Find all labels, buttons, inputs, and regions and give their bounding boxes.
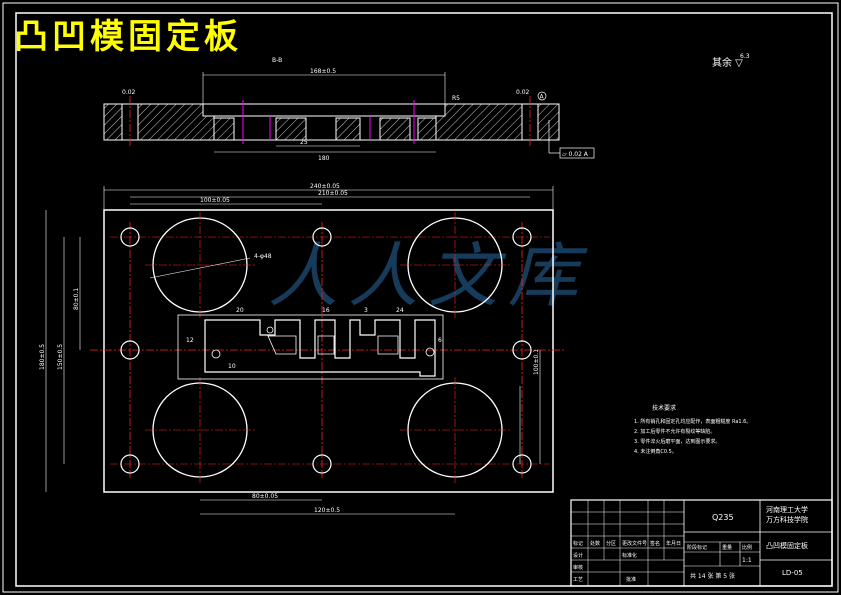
title-block: 标记 处数 分区 更改文件号 签名 年月日 设计 标准化 审核 工艺 批准 Q2… xyxy=(570,499,833,587)
row-label: 签名 xyxy=(650,540,660,547)
section-label: B-B xyxy=(272,57,282,64)
overall-width-dim: 240±0.05 xyxy=(310,183,340,190)
role-label: 设计 xyxy=(573,552,583,559)
pin-hole xyxy=(312,227,332,247)
inner-frame xyxy=(15,12,833,587)
plan-view: 240±0.05 210±0.05 100±0.05 180±0.5 150±0… xyxy=(39,183,565,515)
pin-hole xyxy=(120,227,140,247)
roughness-note: 其余 ▽ xyxy=(712,56,743,69)
punch-pocket-outer xyxy=(177,314,444,380)
roughness-value: 6.3 xyxy=(740,53,750,60)
slot-dim: 24 xyxy=(396,307,404,314)
flatness-box: ▱ 0.02 A xyxy=(562,151,589,158)
pin-hole xyxy=(312,454,332,474)
section-tol-a: 0.02 xyxy=(122,89,136,96)
drawing-title: 凸凹模固定板 xyxy=(14,17,242,57)
right-height-dim: 100±0.1 xyxy=(533,349,540,375)
scale-label: 比例 xyxy=(742,544,752,551)
slot-dim: 12 xyxy=(186,337,194,344)
plate-outline xyxy=(103,209,554,493)
part-name: 凸凹模固定板 xyxy=(766,541,808,550)
notes-heading: 技术要求 xyxy=(652,404,676,412)
section-view: B-B 168±0.5 25 180 0.02 0.02 R5 A xyxy=(103,57,595,162)
row-label: 标记 xyxy=(573,540,583,547)
role-label: 批准 xyxy=(626,576,636,583)
technical-notes: 技术要求 1. 所有销孔和固定孔均应配作，表面粗糙度 Ra1.6。 2. 加工后… xyxy=(634,404,751,455)
section-slot-dim: 25 xyxy=(300,139,308,146)
inner-height-dim: 150±0.5 xyxy=(57,344,64,370)
overall-height-dim: 180±0.5 xyxy=(39,344,46,370)
slot-dim: 6 xyxy=(438,337,442,344)
school-line1: 河南理工大学 xyxy=(766,505,808,514)
weight-label: 重量 xyxy=(722,544,732,551)
left-offset-dim: 100±0.05 xyxy=(200,197,230,204)
pin-hole xyxy=(512,454,532,474)
row-label: 分区 xyxy=(606,540,616,547)
bottom-width-dim: 120±0.5 xyxy=(314,507,340,514)
row-label: 处数 xyxy=(590,540,600,547)
section-radius: R5 xyxy=(452,95,460,102)
std-label: 标准化 xyxy=(622,552,637,559)
school-line2: 万方科技学院 xyxy=(766,515,808,524)
punch-pocket-profile xyxy=(204,319,436,377)
row-label: 更改文件号 xyxy=(622,540,647,547)
section-bottom-dim: 180 xyxy=(318,155,330,162)
note-item: 4. 未注倒角C0.5。 xyxy=(634,448,677,455)
inner-width-dim: 210±0.05 xyxy=(318,190,348,197)
scale-value: 1:1 xyxy=(742,557,752,564)
role-label: 审核 xyxy=(573,564,583,571)
note-item: 2. 加工后零件不允许有裂纹等缺陷。 xyxy=(634,428,715,435)
watermark: 人人文库 xyxy=(268,235,588,317)
note-item: 3. 零件淬火后磨平面，达到图示要求。 xyxy=(634,438,720,445)
note-item: 1. 所有销孔和固定孔均应配作，表面粗糙度 Ra1.6。 xyxy=(634,418,751,425)
slot-dim: 20 xyxy=(236,307,244,314)
circle-dia-dim: 4-φ48 xyxy=(254,253,272,260)
section-tol-b: 0.02 xyxy=(516,89,530,96)
stage-label: 阶段标记 xyxy=(687,544,707,551)
drawing-number: LD-05 xyxy=(782,569,803,577)
pin-hole xyxy=(512,340,532,360)
row-label: 年月日 xyxy=(666,540,681,547)
slot-dim: 16 xyxy=(322,307,330,314)
datum-label: A xyxy=(540,94,545,101)
hole-span-dim: 80±0.1 xyxy=(73,288,80,310)
section-top-dim: 168±0.5 xyxy=(310,68,336,75)
role-label: 工艺 xyxy=(573,577,583,583)
slot-dim: 10 xyxy=(228,363,236,370)
pin-hole xyxy=(120,454,140,474)
pin-hole xyxy=(120,340,140,360)
slot-dim: 3 xyxy=(364,307,368,314)
bottom-left-dim: 80±0.05 xyxy=(252,493,278,500)
material: Q235 xyxy=(712,513,734,522)
sheet-info: 共 14 张 第 5 张 xyxy=(690,572,735,580)
pin-hole xyxy=(512,227,532,247)
